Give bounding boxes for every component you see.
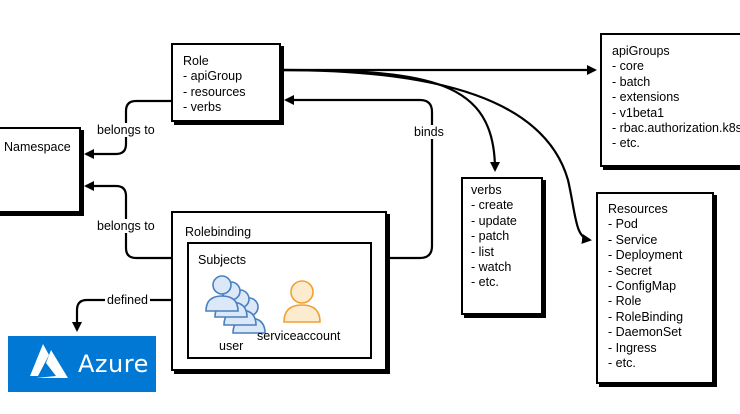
verbs-item: watch	[471, 260, 533, 275]
role-title: Role	[183, 54, 209, 68]
edge-label-binds: binds	[412, 125, 446, 139]
apigroups-item: etc.	[612, 136, 738, 151]
resources-item: etc.	[608, 356, 702, 371]
edge-label-defined: defined	[105, 293, 151, 307]
verbs-items: create update patch list watch etc.	[471, 198, 533, 290]
apigroups-item: extensions	[612, 90, 738, 105]
serviceaccount-icon	[283, 280, 321, 323]
role-node: Role apiGroup resources verbs	[171, 43, 281, 122]
verbs-item: patch	[471, 229, 533, 244]
edge-label-belongs-to: belongs to	[95, 219, 157, 233]
verbs-item: update	[471, 214, 533, 229]
resources-items: Pod Service Deployment Secret ConfigMap …	[608, 217, 702, 371]
verbs-node: verbs create update patch list watch etc…	[461, 177, 543, 315]
edge-rolebinding-role	[284, 95, 434, 260]
resources-item: Secret	[608, 264, 702, 279]
role-items: apiGroup resources verbs	[183, 69, 269, 115]
apigroups-title: apiGroups	[612, 44, 670, 58]
resources-item: Ingress	[608, 341, 702, 356]
azure-logo: Azure	[8, 336, 156, 392]
resources-item: Role	[608, 294, 702, 309]
resources-node: Resources Pod Service Deployment Secret …	[596, 192, 714, 384]
namespace-title: Namespace	[4, 140, 71, 154]
resources-title: Resources	[608, 202, 668, 216]
verbs-item: etc.	[471, 275, 533, 290]
apigroups-node: apiGroups core batch extensions v1beta1 …	[600, 33, 740, 167]
resources-item: ConfigMap	[608, 279, 702, 294]
azure-mark-icon	[30, 344, 68, 378]
rolebinding-title: Rolebinding	[185, 225, 252, 239]
resources-item: Pod	[608, 217, 702, 232]
role-item: verbs	[183, 100, 269, 115]
serviceaccount-label: serviceaccount	[257, 329, 341, 343]
namespace-node: Namespace	[0, 127, 81, 213]
user-label: user	[219, 339, 244, 353]
resources-item: Service	[608, 233, 702, 248]
subjects-title: Subjects	[198, 253, 246, 267]
verbs-item: list	[471, 245, 533, 260]
apigroups-items: core batch extensions v1beta1 rbac.autho…	[612, 59, 740, 151]
apigroups-item: rbac.authorization.k8s.io	[612, 121, 740, 136]
resources-item: RoleBinding	[608, 310, 702, 325]
apigroups-item: core	[612, 59, 738, 74]
azure-wordmark: Azure	[78, 350, 149, 378]
apigroups-item: batch	[612, 75, 738, 90]
edge-label-belongs-to: belongs to	[95, 123, 157, 137]
resources-item: DaemonSet	[608, 325, 702, 340]
edge-role-resources	[280, 68, 592, 244]
role-item: apiGroup	[183, 69, 269, 84]
role-item: resources	[183, 85, 269, 100]
verbs-title: verbs	[471, 183, 502, 197]
apigroups-item: v1beta1	[612, 106, 738, 121]
resources-item: Deployment	[608, 248, 702, 263]
verbs-item: create	[471, 198, 533, 213]
edge-user-azure	[72, 298, 205, 332]
user-group-icon	[205, 275, 266, 334]
